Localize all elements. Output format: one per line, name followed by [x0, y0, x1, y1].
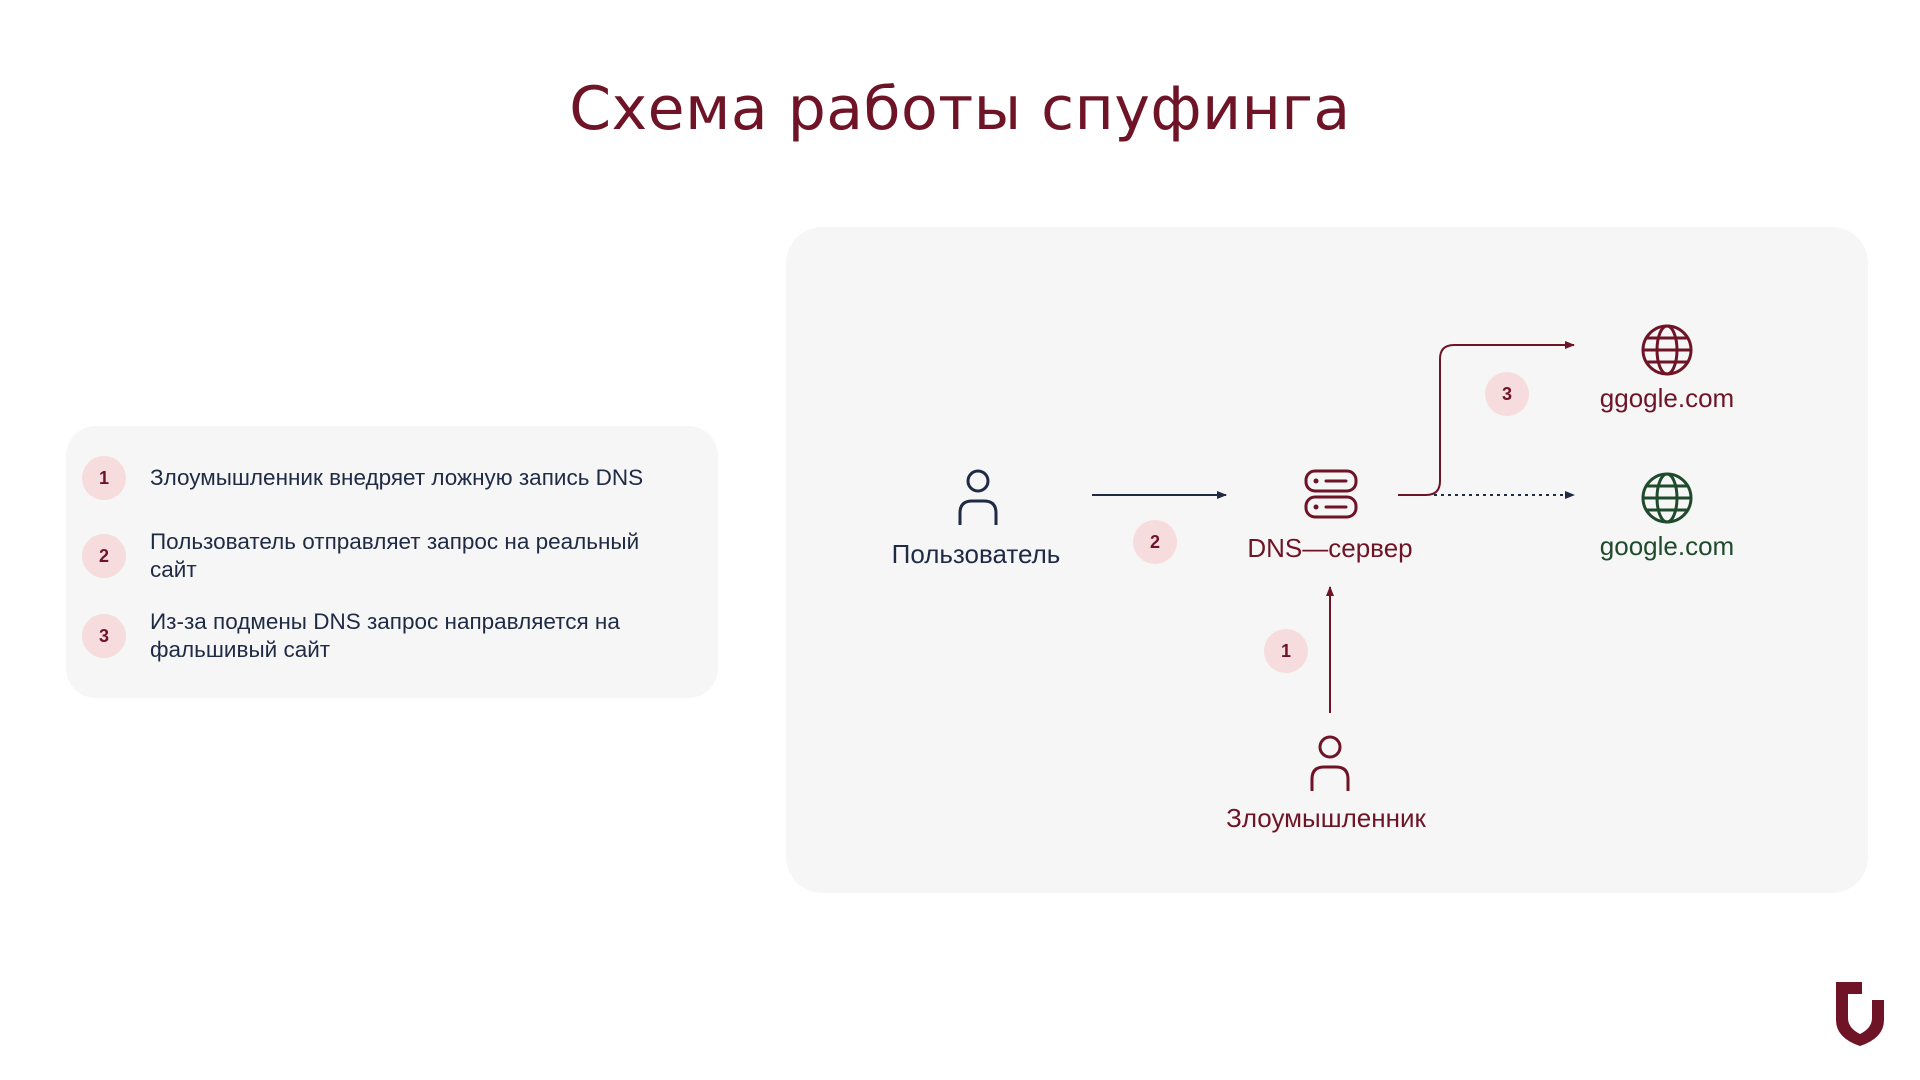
connection-lines: [1092, 341, 1575, 713]
legend-item-3: 3 Из-за подмены DNS запрос направляется …: [82, 608, 650, 664]
globe-icon: [1641, 324, 1693, 376]
diagram-panel: Пользователь 2 DNS—сервер 1 Злоумышленни…: [786, 227, 1868, 893]
legend-panel: 1 Злоумышленник внедряет ложную запись D…: [66, 426, 718, 698]
attacker-label: Злоумышленник: [1226, 803, 1426, 833]
dns-server-label: DNS—сервер: [1247, 533, 1413, 563]
legend-item-1: 1 Злоумышленник внедряет ложную запись D…: [82, 456, 710, 500]
person-icon: [1310, 735, 1350, 791]
legend-text: Злоумышленник внедряет ложную запись DNS: [150, 465, 644, 490]
step-badge: 2: [1133, 520, 1177, 564]
shield-logo: [1836, 982, 1884, 1046]
step-badge: 1: [82, 456, 126, 500]
arrow-dns-to-fake-site: [1398, 341, 1575, 496]
real-site-label: google.com: [1599, 531, 1735, 561]
server-icon: [1304, 469, 1358, 519]
step-badge: 1: [1264, 629, 1308, 673]
fake-site-label: ggogle.com: [1599, 383, 1735, 413]
legend-text: Из-за подмены DNS запрос направляется на…: [150, 609, 620, 662]
globe-icon: [1641, 472, 1693, 524]
legend-text: Пользователь отправляет запрос на реальн…: [150, 529, 640, 582]
page-title: Схема работы спуфинга: [569, 74, 1351, 144]
step-badge: 2: [82, 534, 126, 578]
person-icon: [958, 469, 998, 525]
step-badge: 3: [1485, 372, 1529, 416]
legend-item-2: 2 Пользователь отправляет запрос на реал…: [82, 528, 690, 584]
step-badge: 3: [82, 614, 126, 658]
user-label: Пользователь: [891, 539, 1061, 569]
